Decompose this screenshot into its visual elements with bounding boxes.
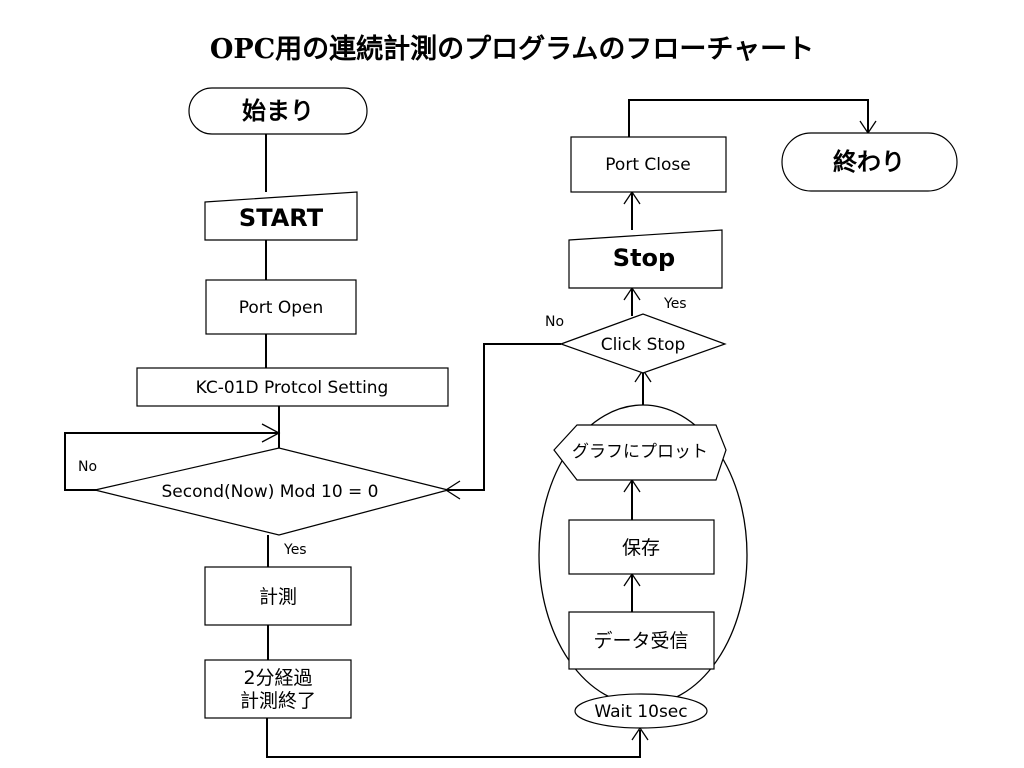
end-terminal (781, 132, 958, 192)
stop-yes-label: Yes (663, 296, 687, 312)
loop-no-label: No (78, 459, 97, 475)
edge-click-stop-no (447, 343, 561, 491)
done-label-line2: 計測終了 (240, 690, 316, 712)
edge-done-to-wait (266, 718, 641, 758)
save-label: 保存 (622, 537, 660, 559)
plot-label: グラフにプロット (572, 442, 708, 462)
click-stop-label: Click Stop (601, 335, 686, 355)
receive-box (568, 611, 715, 670)
save-box (568, 519, 715, 575)
second-yes-label: Yes (283, 542, 307, 558)
protocol-label: KC-01D Protcol Setting (196, 378, 389, 398)
start-input-shape (204, 191, 358, 241)
edge-port-close-to-end (628, 99, 869, 137)
start-terminal (188, 87, 368, 135)
stop-input-shape (568, 229, 723, 289)
edge-decision-no-loop (64, 432, 279, 491)
stop-no-label: No (545, 314, 564, 330)
measure-box (204, 566, 352, 626)
port-open-label: Port Open (239, 298, 324, 318)
plot-display (553, 424, 727, 481)
protocol-box (136, 367, 449, 407)
click-stop-decision (559, 313, 727, 374)
stop-input-label: Stop (613, 244, 675, 272)
port-open-box (205, 279, 357, 335)
start-label: 始まり (242, 97, 314, 125)
port-close-box (570, 136, 727, 193)
receive-label: データ受信 (593, 630, 688, 652)
second-mod-label: Second(Now) Mod 10 = 0 (161, 482, 378, 502)
arrowhead-loop (261, 423, 281, 443)
end-label: 終わり (833, 148, 905, 176)
port-close-label: Port Close (605, 155, 690, 175)
measure-label: 計測 (259, 586, 297, 608)
done-box (204, 659, 352, 719)
wait-node (574, 693, 708, 729)
start-input-label: START (239, 204, 324, 232)
done-label-line1: 2分経過 (243, 667, 312, 689)
connectors (64, 99, 877, 758)
second-mod-decision (94, 447, 449, 536)
page-title: OPC用の連続計測のプログラムのフローチャート (210, 33, 814, 65)
wait-label: Wait 10sec (594, 702, 687, 722)
